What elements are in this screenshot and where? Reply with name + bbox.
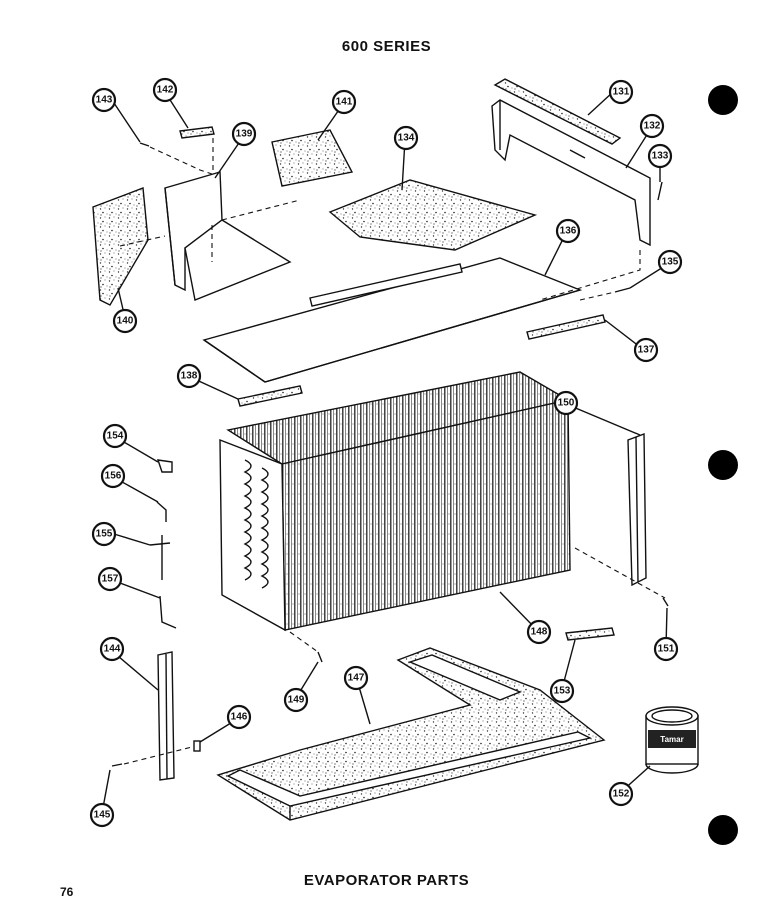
callout-154: 154: [102, 423, 128, 449]
callout-151: 151: [653, 636, 679, 662]
part-156-elbow: [156, 501, 167, 522]
callout-132: 132: [639, 113, 665, 139]
callout-149: 149: [283, 687, 309, 713]
part-134-insulation-pad: [328, 179, 538, 251]
part-149-screw: [317, 651, 323, 663]
part-138-strip: [237, 385, 303, 407]
part-148-hairpins: [243, 459, 269, 589]
callout-141: 141: [331, 89, 357, 115]
page-title: 600 SERIES: [341, 38, 432, 55]
callout-140: 140: [112, 308, 138, 334]
callout-144: 144: [99, 636, 125, 662]
svg-text:132: 132: [644, 121, 661, 132]
svg-text:142: 142: [157, 85, 174, 96]
binder-hole-middle: [708, 450, 738, 480]
part-133-screw: [657, 181, 663, 201]
callout-147: 147: [343, 665, 369, 691]
part-146-clip: [193, 740, 201, 752]
svg-text:143: 143: [96, 95, 113, 106]
svg-text:139: 139: [236, 129, 253, 140]
part-152-can: [645, 706, 699, 774]
diagram-caption: EVAPORATOR PARTS: [303, 872, 470, 889]
part-145-screw: [111, 763, 123, 767]
svg-text:157: 157: [102, 574, 119, 585]
binder-hole-top: [708, 85, 738, 115]
part-153-strip: [565, 627, 615, 641]
svg-text:155: 155: [96, 529, 113, 540]
callout-148: 148: [526, 619, 552, 645]
svg-text:152: 152: [613, 789, 630, 800]
callout-131: 131: [608, 79, 634, 105]
svg-text:150: 150: [558, 398, 575, 409]
svg-text:134: 134: [398, 133, 415, 144]
can-label: Tamar: [660, 735, 683, 744]
part-140-side-insulation: [92, 187, 149, 306]
part-135-screw: [614, 287, 631, 293]
callout-133: 133: [647, 143, 673, 169]
svg-text:147: 147: [348, 673, 365, 684]
callout-138: 138: [176, 363, 202, 389]
callout-145: 145: [89, 802, 115, 828]
svg-text:140: 140: [117, 316, 134, 327]
svg-text:154: 154: [107, 431, 124, 442]
callout-150: 150: [553, 390, 579, 416]
svg-text:156: 156: [105, 471, 122, 482]
svg-text:136: 136: [560, 226, 577, 237]
callout-136: 136: [555, 218, 581, 244]
svg-text:137: 137: [638, 345, 655, 356]
callout-153: 153: [549, 678, 575, 704]
part-136-top-panel: [202, 257, 583, 383]
part-155-tee: [149, 535, 171, 580]
part-132-side-panel: [491, 99, 651, 247]
callout-139: 139: [231, 121, 257, 147]
part-157-elbow: [159, 595, 177, 629]
svg-text:151: 151: [658, 644, 675, 655]
svg-text:145: 145: [94, 810, 111, 821]
part-154-clip: [156, 459, 173, 473]
binder-hole-bottom: [708, 815, 738, 845]
callout-137: 137: [633, 337, 659, 363]
callout-146: 146: [226, 704, 252, 730]
callout-134: 134: [393, 125, 419, 151]
svg-text:144: 144: [104, 644, 121, 655]
svg-text:133: 133: [652, 151, 669, 162]
svg-text:135: 135: [662, 257, 679, 268]
svg-text:138: 138: [181, 371, 198, 382]
page-number: 76: [60, 885, 74, 899]
part-143-screw: [139, 142, 150, 147]
part-151-screw: [662, 597, 669, 607]
svg-text:149: 149: [288, 695, 305, 706]
part-137-strip: [526, 314, 606, 340]
svg-text:148: 148: [531, 627, 548, 638]
part-141-triangle-pad: [271, 129, 354, 187]
part-131-strip: [493, 78, 622, 145]
callout-155: 155: [91, 521, 117, 547]
svg-text:153: 153: [554, 686, 571, 697]
svg-text:131: 131: [613, 87, 630, 98]
callout-156: 156: [100, 463, 126, 489]
callout-143: 143: [91, 87, 117, 113]
callout-135: 135: [657, 249, 683, 275]
callout-152: 152: [608, 781, 634, 807]
svg-text:141: 141: [336, 97, 353, 108]
part-148-coil-side: [219, 438, 286, 632]
part-142-strip: [179, 126, 215, 139]
callout-142: 142: [152, 77, 178, 103]
svg-text:146: 146: [231, 712, 248, 723]
callout-157: 157: [97, 566, 123, 592]
